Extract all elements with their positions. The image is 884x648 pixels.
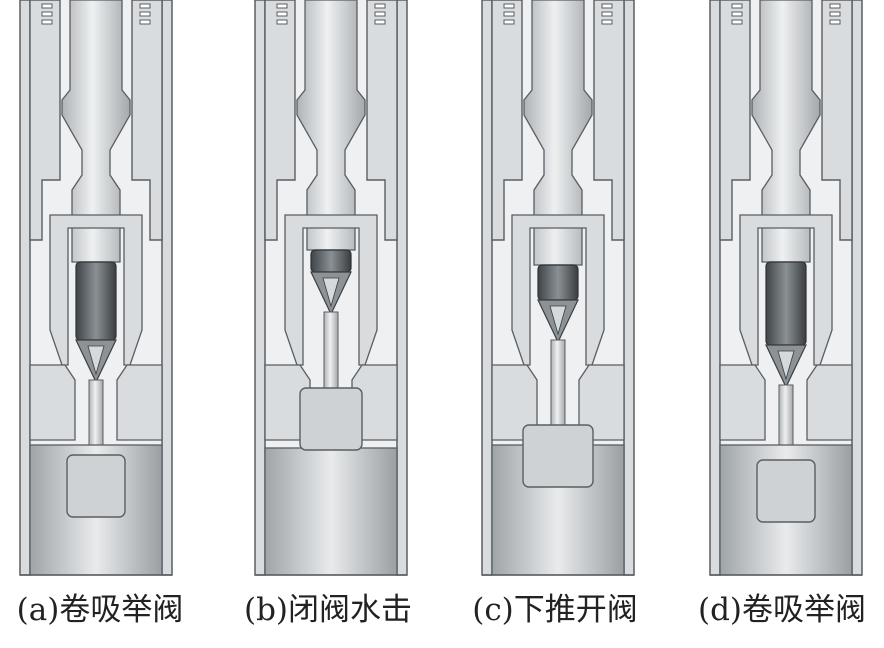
valve-stem: [323, 311, 339, 389]
valve-rod: [523, 0, 593, 266]
seal-ring-mark: [139, 11, 151, 17]
seal-ring-mark: [601, 11, 613, 17]
seal-ring-mark: [374, 19, 386, 25]
seal-ring-mark: [503, 11, 515, 17]
moving-block: [522, 424, 594, 488]
valve-cone-highlight: [549, 305, 567, 336]
valve-cage: [284, 214, 378, 366]
panel-a: [19, 0, 173, 576]
seal-ring-mark: [829, 19, 841, 25]
casing-wall-left: [481, 0, 493, 576]
caption-d: (d)卷吸举阀: [697, 592, 867, 628]
valve-stem: [550, 339, 566, 426]
lower-seat-left: [491, 364, 538, 441]
dark-piston: [537, 264, 579, 301]
housing-left-shoulder: [29, 0, 61, 241]
caption-a: (a)卷吸举阀: [16, 592, 184, 628]
lower-seat-right: [806, 364, 853, 441]
casing-wall-right: [161, 0, 173, 576]
valve-rod: [61, 0, 131, 263]
housing-right-shoulder: [593, 0, 625, 241]
casing-wall-right: [396, 0, 408, 576]
valve-cone-highlight: [777, 350, 795, 381]
casing-wall-right: [851, 0, 863, 576]
seal-ring-mark: [374, 11, 386, 17]
seal-ring-mark: [374, 3, 386, 9]
valve-cage: [511, 214, 605, 366]
moving-block: [756, 459, 816, 523]
moving-block: [66, 454, 126, 518]
panel-d: [709, 0, 863, 576]
lower-seat-right: [578, 364, 625, 441]
seal-ring-mark: [829, 11, 841, 17]
panel-c: [481, 0, 635, 576]
valve-sequence-figure: [19, 0, 863, 576]
panel-b: [254, 0, 408, 576]
lower-seat-left: [29, 364, 76, 441]
housing-left-shoulder: [719, 0, 751, 241]
dark-piston: [75, 261, 117, 341]
seal-ring-mark: [41, 11, 53, 17]
valve-stem: [88, 379, 104, 456]
housing-left-shoulder: [491, 0, 523, 241]
caption-c: (c)下推开阀: [472, 592, 638, 628]
seal-ring-mark: [731, 11, 743, 17]
seal-ring-mark: [503, 19, 515, 25]
seal-ring-mark: [276, 11, 288, 17]
valve-rod: [751, 0, 821, 263]
valve-cage: [739, 214, 833, 366]
seal-ring-mark: [276, 19, 288, 25]
dark-piston: [765, 261, 807, 346]
seal-ring-mark: [601, 19, 613, 25]
moving-block: [299, 387, 363, 451]
casing-wall-left: [254, 0, 266, 576]
seal-ring-mark: [503, 3, 515, 9]
seal-ring-mark: [829, 3, 841, 9]
housing-right-shoulder: [366, 0, 398, 241]
lower-plunger: [264, 447, 398, 576]
valve-cone-highlight: [322, 277, 340, 308]
housing-left-shoulder: [264, 0, 296, 241]
lower-seat-left: [719, 364, 766, 441]
housing-right-shoulder: [131, 0, 163, 241]
valve-cage: [49, 214, 143, 366]
valve-rod: [296, 0, 366, 251]
casing-wall-left: [709, 0, 721, 576]
seal-ring-mark: [731, 3, 743, 9]
valve-cone-highlight: [87, 345, 105, 376]
casing-wall-right: [623, 0, 635, 576]
dark-piston: [310, 249, 352, 273]
seal-ring-mark: [731, 19, 743, 25]
casing-wall-left: [19, 0, 31, 576]
seal-ring-mark: [139, 3, 151, 9]
seal-ring-mark: [276, 3, 288, 9]
seal-ring-mark: [601, 3, 613, 9]
housing-right-shoulder: [821, 0, 853, 241]
seal-ring-mark: [41, 3, 53, 9]
lower-seat-right: [116, 364, 163, 441]
caption-b: (b)闭阀水击: [243, 592, 413, 628]
seal-ring-mark: [139, 19, 151, 25]
seal-ring-mark: [41, 19, 53, 25]
